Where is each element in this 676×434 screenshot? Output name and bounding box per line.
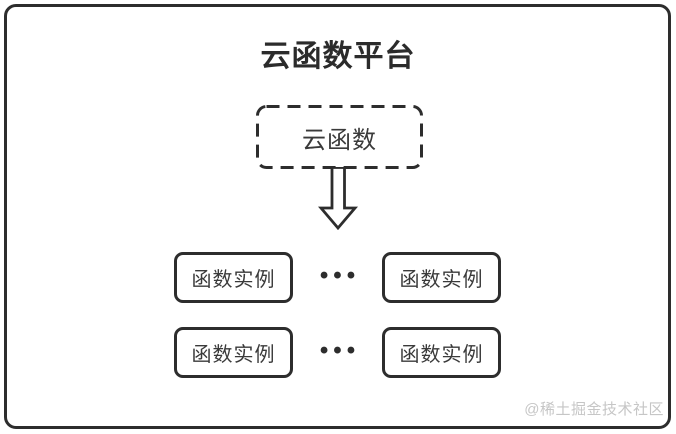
outer-frame — [4, 4, 671, 429]
ellipsis-dots: ••• — [319, 261, 361, 289]
function-instance-box: 函数实例 — [382, 327, 501, 378]
function-instance-box: 函数实例 — [382, 252, 501, 303]
ellipsis-dots: ••• — [319, 336, 361, 364]
function-instance-box: 函数实例 — [174, 252, 293, 303]
down-arrow-icon — [318, 167, 358, 230]
cloud-function-node: 云函数 — [256, 105, 423, 169]
cloud-function-label: 云函数 — [302, 126, 377, 154]
dashed-border-shape — [256, 105, 423, 169]
function-instance-box: 函数实例 — [174, 327, 293, 378]
watermark-text: @稀土掘金技术社区 — [524, 401, 664, 418]
page-title: 云函数平台 — [260, 40, 416, 73]
